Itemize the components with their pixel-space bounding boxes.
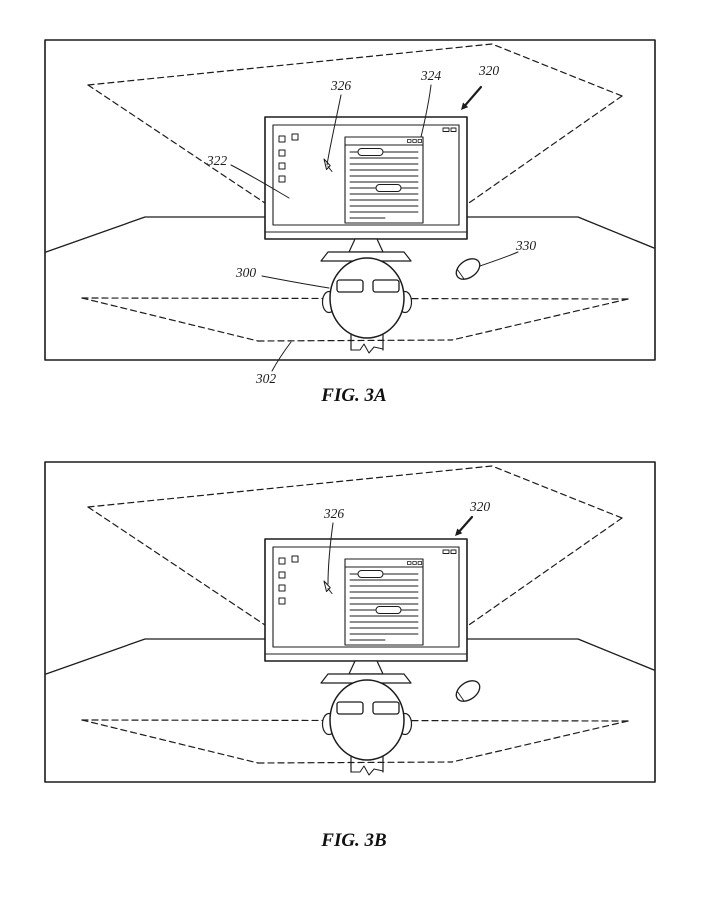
fig3a-labels: 326 324 320 322 300 330 302 (206, 63, 537, 386)
leader-line-300 (261, 275, 330, 289)
arrowhead-320 (461, 102, 469, 110)
fig3a-leaders (230, 84, 519, 372)
leader-line-322 (230, 164, 290, 199)
fig3a-caption: FIG. 3A (320, 385, 386, 406)
ref-330: 330 (515, 238, 537, 253)
leader-line-326 (326, 94, 342, 166)
fig3b-scene (44, 461, 656, 783)
leader-line-326b (327, 522, 334, 585)
leader-line-330 (479, 251, 519, 267)
fig3b-labels: 326 320 (323, 499, 491, 521)
ref-326b: 326 (323, 506, 345, 521)
fig3b-leaders (327, 515, 474, 585)
ref-326: 326 (330, 78, 352, 93)
leader-line-324 (420, 84, 432, 138)
ref-302: 302 (255, 371, 277, 386)
arrow-line-320 (464, 85, 483, 106)
ref-300: 300 (235, 265, 257, 280)
ref-324: 324 (420, 68, 442, 83)
arrowhead-320b (455, 528, 463, 536)
leader-line-302 (271, 341, 292, 372)
ref-322: 322 (206, 153, 228, 168)
ref-320b: 320 (469, 499, 491, 514)
ref-320: 320 (478, 63, 500, 78)
arrow-line-320b (458, 515, 474, 533)
fig3b-caption: FIG. 3B (320, 830, 386, 851)
